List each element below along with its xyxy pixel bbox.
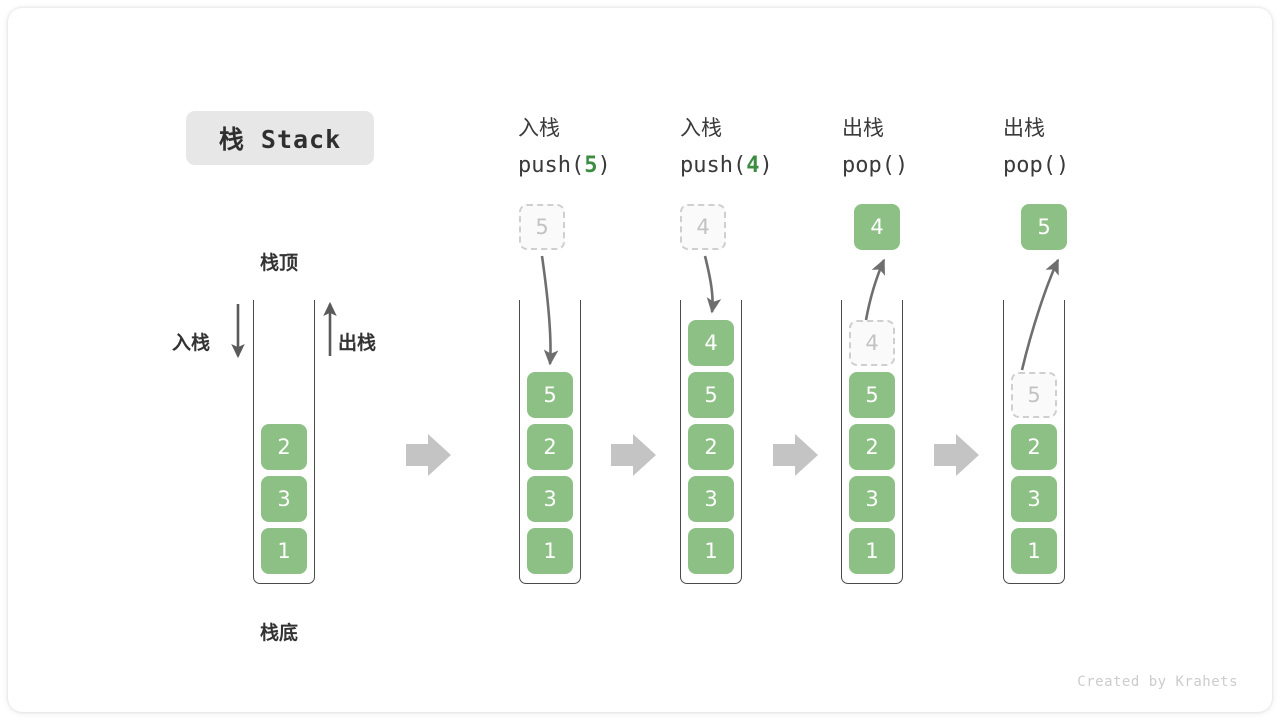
fn-post: ) (894, 153, 909, 178)
step-arrow (611, 434, 656, 476)
column-header-push-5: 入栈 push(5) (518, 109, 611, 185)
fn-post: ) (1055, 153, 1070, 178)
fn-pre: pop( (842, 153, 895, 178)
column-header-cn: 入栈 (680, 116, 722, 140)
watermark: Created by Krahets (1077, 674, 1238, 690)
stack-container-push-4 (680, 300, 742, 584)
stack-cell: 3 (261, 476, 307, 522)
fn-pre: pop( (1003, 153, 1056, 178)
stack-cell: 5 (527, 372, 573, 418)
stack-cell: 2 (261, 424, 307, 470)
pop-direction-label: 出栈 (338, 332, 377, 354)
fn-post: ) (759, 153, 773, 178)
stack-cell: 5 (849, 372, 895, 418)
popped-value-box: 4 (854, 204, 900, 250)
stack-cell: 3 (688, 476, 734, 522)
column-header-cn: 出栈 (1003, 116, 1045, 140)
stack-container-pop-5 (1003, 300, 1065, 584)
fn-pre: push( (680, 153, 747, 178)
push-direction-label: 入栈 (172, 332, 211, 354)
step-arrow (773, 434, 818, 476)
stack-cell: 1 (1011, 528, 1057, 574)
stack-cell: 2 (849, 424, 895, 470)
fn-arg: 4 (746, 153, 760, 178)
column-header-cn: 出栈 (842, 116, 884, 140)
figure-card: 栈 Stack 栈顶 入栈 出栈 栈底 2 3 1 入栈 push(5) 5 5… (8, 8, 1272, 712)
vacated-slot-box: 5 (1011, 372, 1057, 418)
fn-arg: 5 (584, 153, 598, 178)
stack-cell: 2 (1011, 424, 1057, 470)
stack-cell: 2 (688, 424, 734, 470)
stack-cell: 5 (688, 372, 734, 418)
column-header-fn: pop() (842, 147, 908, 185)
stack-container-pop-4 (841, 300, 903, 584)
stack-bottom-label: 栈底 (260, 622, 299, 644)
stack-cell: 2 (527, 424, 573, 470)
step-arrow (934, 434, 979, 476)
fn-post: ) (597, 153, 611, 178)
column-header-push-4: 入栈 push(4) (680, 109, 773, 185)
column-header-pop-4: 出栈 pop() (842, 109, 908, 185)
step-arrow (406, 434, 451, 476)
fn-pre: push( (518, 153, 585, 178)
incoming-value-box: 4 (680, 204, 726, 250)
column-header-fn: pop() (1003, 147, 1069, 185)
column-header-pop-5: 出栈 pop() (1003, 109, 1069, 185)
stack-cell: 1 (527, 528, 573, 574)
column-header-cn: 入栈 (518, 116, 560, 140)
popped-value-box: 5 (1021, 204, 1067, 250)
title-badge: 栈 Stack (186, 111, 374, 165)
column-header-fn: push(5) (518, 147, 611, 185)
stack-cell: 1 (688, 528, 734, 574)
stack-cell: 1 (261, 528, 307, 574)
stack-container-push-5 (519, 300, 581, 584)
stack-cell: 3 (527, 476, 573, 522)
stack-container-initial (253, 300, 315, 584)
vacated-slot-box: 4 (849, 320, 895, 366)
diagram-stage: 栈 Stack 栈顶 入栈 出栈 栈底 2 3 1 入栈 push(5) 5 5… (8, 8, 1272, 712)
stack-cell: 3 (849, 476, 895, 522)
stack-top-label: 栈顶 (260, 252, 299, 274)
stack-cell: 4 (688, 320, 734, 366)
stack-cell: 3 (1011, 476, 1057, 522)
stack-cell: 1 (849, 528, 895, 574)
column-header-fn: push(4) (680, 147, 773, 185)
incoming-value-box: 5 (519, 204, 565, 250)
